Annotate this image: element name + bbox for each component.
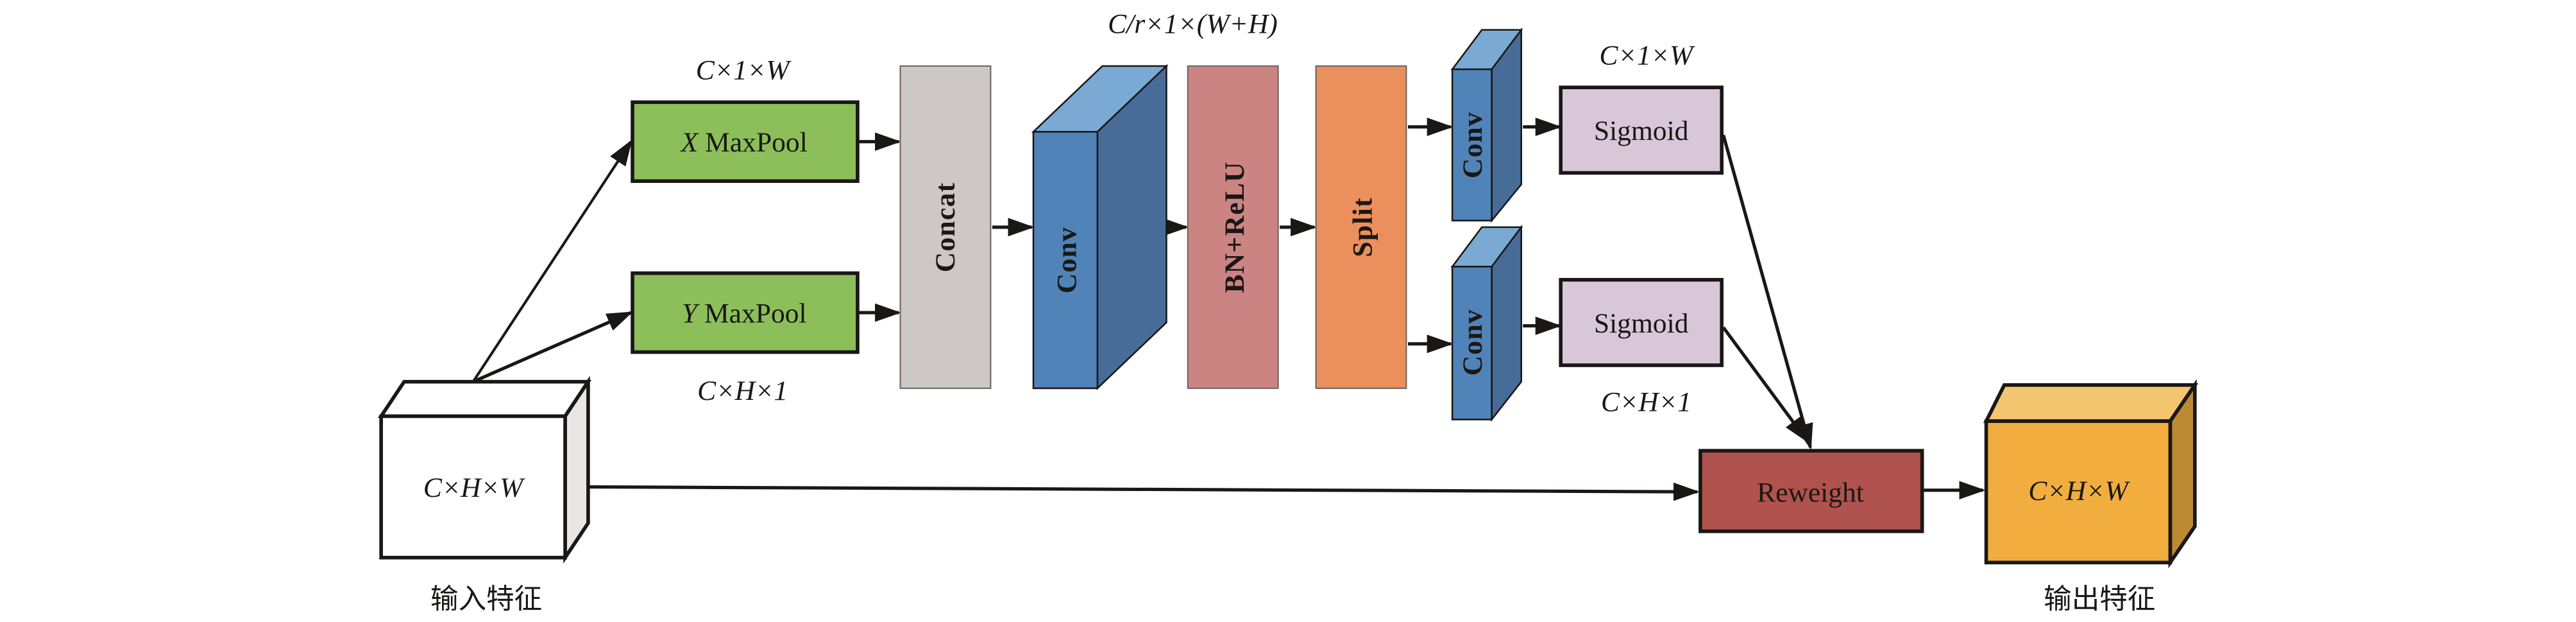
conv-top-label: Conv xyxy=(1457,112,1488,178)
conv-main-node: Conv xyxy=(1031,64,1169,390)
conv-top-node: Conv xyxy=(1450,27,1523,223)
y-maxpool-node: Y MaxPool xyxy=(631,271,860,354)
conv-bottom-node: Conv xyxy=(1450,225,1523,422)
y-maxpool-dims-label: C×H×1 xyxy=(697,376,788,406)
x-maxpool-name: MaxPool xyxy=(705,127,808,158)
conv-main-front-face xyxy=(1032,131,1099,390)
output-feature-cube: C×H×W xyxy=(1983,379,2199,569)
edge-sigmoid-top-to-reweight xyxy=(1722,134,1813,451)
conv-main-label: Conv xyxy=(1052,227,1083,293)
input-feature-cube: C×H×W xyxy=(377,376,592,564)
input-cube-top-face xyxy=(377,379,592,419)
input-caption: 输入特征 xyxy=(430,584,542,615)
edge-input-to-reweight xyxy=(589,482,1700,501)
split-box xyxy=(1315,65,1407,389)
reweight-label: Reweight xyxy=(1757,478,1864,508)
sigmoid-bottom-dims-label: C×H×1 xyxy=(1601,387,1691,418)
split-label: Split xyxy=(1348,197,1378,257)
x-maxpool-prefix: X xyxy=(680,127,699,158)
input-cube-side-face xyxy=(563,376,590,564)
concat-node: Concat xyxy=(899,65,992,389)
concat-box xyxy=(899,65,992,389)
sigmoid-top-box xyxy=(1559,85,1724,175)
split-node: Split xyxy=(1315,65,1407,389)
edge-input-to-y-maxpool xyxy=(472,311,634,383)
conv-main-dims-label: C/r×1×(W+H) xyxy=(1108,9,1278,40)
bn-relu-node: BN+ReLU xyxy=(1187,65,1279,389)
y-maxpool-box xyxy=(631,271,860,354)
sigmoid-bottom-box xyxy=(1559,278,1724,367)
x-maxpool-box xyxy=(631,100,860,183)
output-cube-front-face xyxy=(1984,419,2173,565)
y-maxpool-label: Y MaxPool xyxy=(682,298,807,329)
x-maxpool-dims-label: C×1×W xyxy=(696,55,792,85)
conv-bottom-front-face xyxy=(1451,266,1493,420)
reweight-node: Reweight xyxy=(1699,449,1924,533)
y-maxpool-name: MaxPool xyxy=(704,298,807,329)
bn-relu-box xyxy=(1187,65,1279,389)
sigmoid-top-node: Sigmoid xyxy=(1559,85,1724,175)
sigmoid-top-label: Sigmoid xyxy=(1594,116,1689,146)
sigmoid-bottom-label: Sigmoid xyxy=(1594,308,1689,339)
output-caption: 输出特征 xyxy=(2044,584,2155,615)
input-cube-front-face xyxy=(379,414,567,560)
y-maxpool-prefix: Y xyxy=(682,298,700,329)
bn-relu-label: BN+ReLU xyxy=(1219,161,1250,293)
sigmoid-bottom-node: Sigmoid xyxy=(1559,278,1724,367)
conv-top-front-face xyxy=(1451,68,1493,221)
output-cube-top-face xyxy=(1983,383,2199,423)
reweight-box xyxy=(1699,449,1924,533)
x-maxpool-node: X MaxPool xyxy=(631,100,860,183)
output-shape-label: C×H×W xyxy=(2028,476,2130,506)
concat-label: Concat xyxy=(930,182,961,273)
edge-sigmoid-bottom-to-reweight xyxy=(1722,326,1809,444)
conv-bottom-label: Conv xyxy=(1457,309,1488,376)
x-maxpool-label: X MaxPool xyxy=(680,127,808,158)
edge-input-to-x-maxpool xyxy=(471,139,632,383)
input-shape-label: C×H×W xyxy=(423,472,525,503)
sigmoid-top-dims-label: C×1×W xyxy=(1599,40,1695,71)
